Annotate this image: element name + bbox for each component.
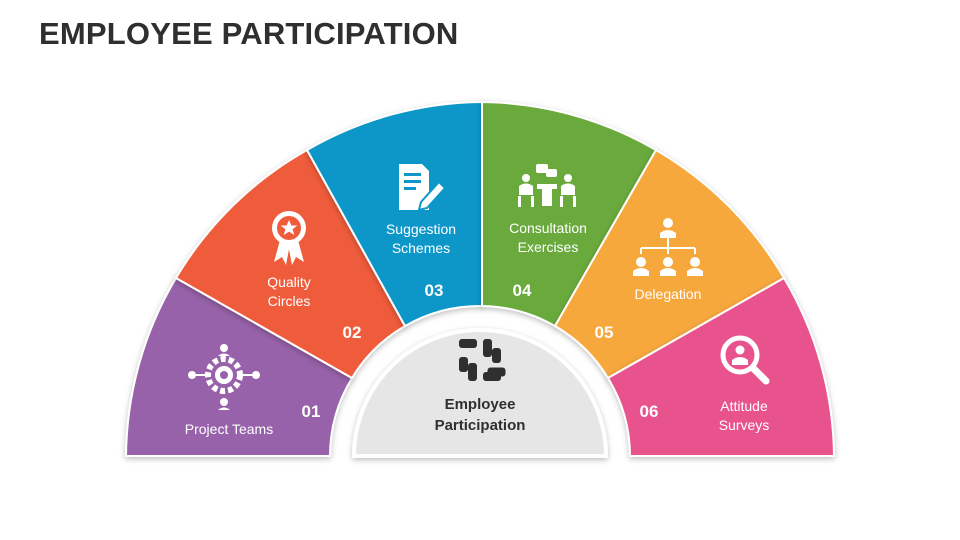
center-label-line1: Employee [445,396,516,413]
segment-label-line2: Schemes [392,240,450,256]
segment-wedge [606,276,836,457]
segment-label-line1: Quality [267,274,311,290]
segment-attitude-surveys: Attitude Surveys 06 [606,276,836,457]
document-pen-icon [399,164,447,212]
segment-label-line2: Exercises [518,239,579,255]
org-chart-icon [633,218,703,276]
segment-number: 04 [513,281,532,300]
meeting-icon [518,164,576,207]
segment-label-line2: Surveys [719,417,770,433]
search-person-icon [720,335,770,385]
segment-number: 05 [595,323,614,342]
segment-quality-circles: Quality Circles 02 [174,148,407,380]
segment-number: 01 [302,402,321,421]
hands-circle-icon [459,339,506,381]
segment-label: Project Teams [185,421,273,437]
segment-label-line1: Attitude [720,398,768,414]
team-gear-icon [188,344,260,410]
segment-number: 06 [640,402,659,421]
center-hub: Employee Participation [351,328,609,458]
segment-number: 03 [425,281,444,300]
award-ribbon-icon [272,211,306,265]
segment-label: Delegation [635,286,702,302]
segment-label-line1: Suggestion [386,221,456,237]
segment-label-line1: Consultation [509,220,587,236]
page-title: EMPLOYEE PARTICIPATION [39,16,459,51]
segment-label-line2: Circles [268,293,311,309]
center-label-line2: Participation [435,417,526,434]
segment-consultation-exercises: Consultation Exercises 04 [481,100,658,328]
segment-project-teams: Project Teams 01 [124,276,354,457]
segment-number: 02 [343,323,362,342]
